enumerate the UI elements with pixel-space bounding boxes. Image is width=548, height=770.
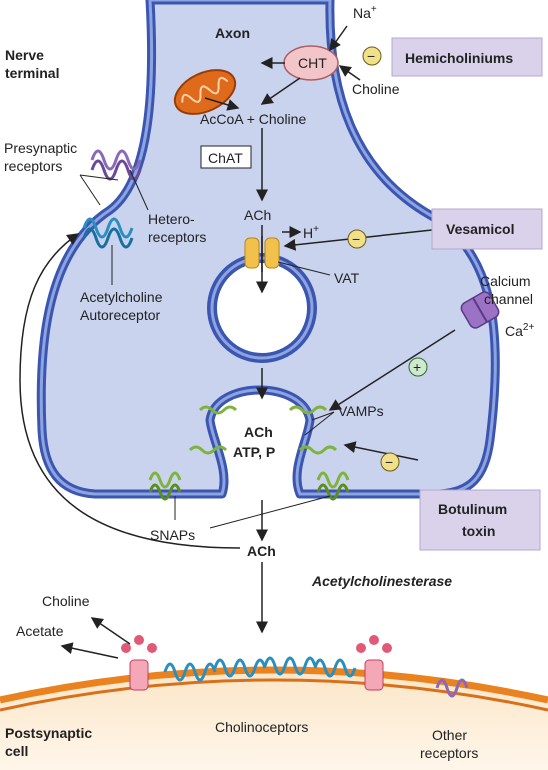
vesamicol-box: Vesamicol xyxy=(431,208,543,250)
leader-lines xyxy=(79,169,335,529)
snaps-label: SNAPs xyxy=(150,527,195,543)
na-label: Na+ xyxy=(353,4,377,21)
nerve-terminal-label-1: Nerve xyxy=(5,47,44,63)
calcium-ion-label: Ca2+ xyxy=(505,322,534,339)
calcium-channel-label-2: channel xyxy=(484,291,533,307)
acoa-choline-label: AcCoA + Choline xyxy=(200,111,306,127)
svg-text:−: − xyxy=(367,48,375,64)
hemicholiniums-label: Hemicholiniums xyxy=(405,50,513,66)
stimulate-symbol-calcium: + xyxy=(408,357,428,377)
inhibit-symbol-hemicholiniums: − xyxy=(362,46,382,66)
inhibit-symbol-botulinum: − xyxy=(380,452,400,472)
chat-label: ChAT xyxy=(208,150,243,166)
other-receptors-label-1: Other xyxy=(432,727,467,743)
other-receptors-label-2: receptors xyxy=(420,745,478,761)
cholinoceptors xyxy=(163,656,357,682)
h-plus-label: H+ xyxy=(303,224,319,241)
cholinoceptors-label: Cholinoceptors xyxy=(215,719,308,735)
svg-text:+: + xyxy=(413,359,421,375)
ach-cleft-label: ACh xyxy=(247,543,276,559)
svg-text:−: − xyxy=(385,454,393,470)
autoreceptor-label-2: Autoreceptor xyxy=(80,307,160,323)
cht-transporter: CHT xyxy=(283,45,339,81)
svg-text:−: − xyxy=(352,231,360,247)
hemicholiniums-box: Hemicholiniums xyxy=(391,37,543,77)
choline-in-label: Choline xyxy=(352,81,400,97)
vat-label: VAT xyxy=(334,270,360,286)
calcium-channel-label-1: Calcium xyxy=(480,273,531,289)
botulinum-box: Botulinum toxin xyxy=(419,489,541,551)
other-receptor xyxy=(435,678,469,698)
hetero-label-1: Hetero- xyxy=(148,211,195,227)
vamps-proteins xyxy=(188,405,338,455)
acetate-label: Acetate xyxy=(16,623,64,639)
acetylcholine-autoreceptor xyxy=(82,217,134,249)
postsynaptic-label-1: Postsynaptic xyxy=(5,725,92,741)
cht-label: CHT xyxy=(298,55,327,71)
botulinum-label-2: toxin xyxy=(462,523,495,539)
choline-out-label: Choline xyxy=(42,593,90,609)
text-labels: Nerve terminal Axon Na+ Choline AcCoA + … xyxy=(4,4,534,761)
calcium-channel xyxy=(460,291,500,329)
snaps-proteins xyxy=(148,471,350,501)
presynaptic-label-1: Presynaptic xyxy=(4,140,77,156)
vesamicol-label: Vesamicol xyxy=(446,221,515,237)
botulinum-label-1: Botulinum xyxy=(438,501,507,517)
ach-cyto-label: ACh xyxy=(244,207,271,223)
synaptic-vesicle xyxy=(207,253,317,363)
inhibit-symbol-vesamicol: − xyxy=(347,229,367,249)
acetylcholinesterase-label: Acetylcholinesterase xyxy=(311,573,452,589)
arrows xyxy=(19,25,456,659)
autoreceptor-label-1: Acetylcholine xyxy=(80,289,163,305)
postsynaptic-cell xyxy=(0,666,548,770)
hetero-label-2: receptors xyxy=(148,229,206,245)
acetylcholinesterase-enzyme xyxy=(121,635,392,691)
vesicle-atp-label: ATP, P xyxy=(233,444,275,460)
postsynaptic-label-2: cell xyxy=(5,743,28,759)
vesicle-ach-label: ACh xyxy=(244,424,273,440)
chat-box xyxy=(200,145,252,169)
heteroreceptor xyxy=(90,149,142,181)
axon-label: Axon xyxy=(215,25,250,41)
vamps-label: VAMPs xyxy=(338,403,384,419)
nerve-terminal-label-2: terminal xyxy=(5,65,59,81)
presynaptic-label-2: receptors xyxy=(4,158,62,174)
